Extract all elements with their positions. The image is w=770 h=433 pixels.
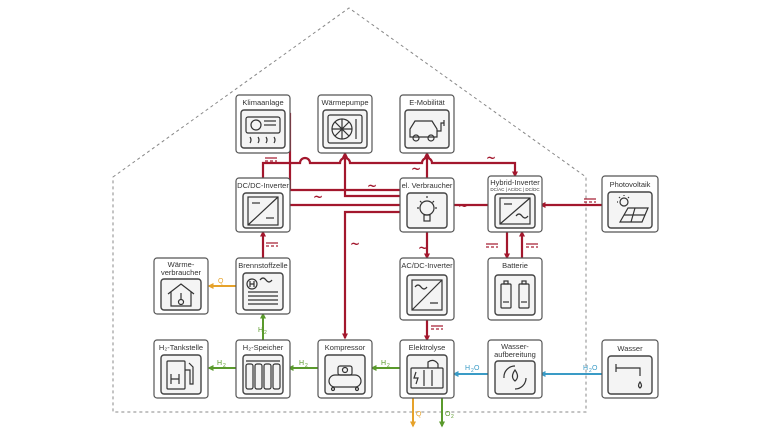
svg-text:O: O	[592, 365, 598, 372]
node-title: AC/DC-Inverter	[401, 261, 453, 270]
air-conditioner-icon	[245, 116, 281, 144]
h2o-label-2: H	[583, 365, 588, 372]
node-title: Klimaanlage	[242, 98, 283, 107]
h2-label-3: H	[381, 360, 386, 367]
svg-text:~: ~	[418, 241, 428, 255]
flow-labels: Q H 2 H 2 H 2 H 2 H 2 O H 2 O Q O 2	[217, 278, 598, 420]
node-title: H₂-Tankstelle	[159, 343, 203, 352]
svg-text:~: ~	[458, 199, 468, 213]
fuel-cell-icon	[246, 277, 278, 305]
node-title: Batterie	[502, 261, 528, 270]
node-title-line1: Wasser-	[501, 342, 529, 351]
electric-car-icon	[409, 120, 445, 142]
h2-label-1: H	[217, 360, 222, 367]
node-photovoltaik: Photovoltaik	[601, 175, 659, 233]
node-title: Photovoltaik	[610, 180, 651, 189]
heat-connections	[207, 283, 416, 428]
o2-out-label: O	[445, 411, 451, 418]
node-brennstoffzelle: Brennstoffzelle	[235, 257, 291, 315]
node-waermepumpe: Wärmepumpe	[317, 94, 373, 154]
house-outline	[112, 7, 587, 413]
h2o-label-1: H	[465, 365, 470, 372]
node-title: Hybrid-Inverter	[490, 178, 540, 187]
svg-text:2: 2	[387, 363, 390, 369]
svg-text:~: ~	[486, 151, 496, 165]
h2-label-2: H	[299, 360, 304, 367]
node-emobilitaet: E-Mobilität	[399, 94, 455, 154]
node-kompressor: Kompressor	[317, 339, 373, 399]
dcdc-converter-icon	[247, 196, 279, 226]
svg-text:2: 2	[451, 414, 454, 420]
heat-label: Q	[218, 278, 224, 285]
node-wasser: Wasser	[601, 339, 659, 399]
svg-text:~: ~	[350, 237, 360, 251]
node-h2-tankstelle: H₂-Tankstelle	[153, 339, 209, 399]
node-elektrolyse: Elektrolyse	[399, 339, 455, 399]
node-title-line2: aufbereitung	[494, 350, 536, 359]
svg-text:~: ~	[313, 190, 323, 204]
node-wasseraufbereitung: Wasser- aufbereitung	[487, 339, 543, 399]
node-title: Elektrolyse	[409, 343, 446, 352]
fuel-station-icon	[166, 360, 194, 390]
lightbulb-icon	[417, 196, 437, 222]
svg-text:2: 2	[305, 363, 308, 369]
solar-panel-icon	[617, 195, 649, 223]
svg-text:O: O	[474, 365, 480, 372]
node-batterie: Batterie	[487, 257, 543, 321]
house-thermometer-icon	[167, 283, 195, 307]
node-klimaanlage: Klimaanlage	[235, 94, 291, 154]
electrolysis-icon	[410, 359, 444, 389]
svg-text:2: 2	[589, 368, 592, 374]
node-title: Wärmepumpe	[321, 98, 368, 107]
node-title: DC/DC-Inverter	[237, 181, 289, 190]
hydrogen-connections	[207, 312, 445, 428]
h2-label-vertical: H	[258, 327, 263, 334]
node-title: Brennstoffzelle	[238, 261, 287, 270]
node-title: el. Verbraucher	[402, 181, 453, 190]
heat-out-label: Q	[416, 411, 422, 418]
inverter-icon	[499, 197, 531, 225]
node-title: Wasser	[617, 344, 643, 353]
node-waermeverbraucher: Wärme- verbraucher	[153, 257, 209, 315]
node-h2-speicher: H₂-Speicher	[235, 339, 291, 399]
gas-cylinders-icon	[245, 360, 281, 390]
svg-text:~: ~	[411, 162, 421, 176]
svg-text:~: ~	[367, 179, 377, 193]
node-el-verbraucher: el. Verbraucher	[399, 177, 455, 233]
water-recycle-icon	[503, 365, 527, 390]
node-subtitle: DC/AC | AC/DC | DC/DC	[490, 187, 540, 192]
node-title: E-Mobilität	[409, 98, 445, 107]
electric-connections	[260, 111, 602, 342]
svg-text:2: 2	[223, 363, 226, 369]
water-tap-icon	[615, 364, 643, 389]
battery-icon	[500, 280, 530, 309]
node-title: H₂-Speicher	[243, 343, 284, 352]
node-dcdc-inverter: DC/DC-Inverter	[235, 177, 291, 233]
current-symbols: ~ ~ ~ ~ ~ ~ ~	[265, 151, 596, 330]
node-title: Kompressor	[325, 343, 366, 352]
node-title-line2: verbraucher	[161, 268, 202, 277]
acdc-converter-icon	[411, 279, 443, 311]
svg-text:2: 2	[471, 368, 474, 374]
node-hybrid-inverter: Hybrid-Inverter DC/AC | AC/DC | DC/DC	[487, 175, 543, 233]
compressor-icon	[328, 365, 362, 392]
heat-pump-icon	[327, 114, 363, 144]
node-title-line1: Wärme-	[168, 260, 195, 269]
svg-text:2: 2	[264, 330, 267, 336]
node-acdc-inverter: AC/DC-Inverter	[399, 257, 455, 321]
